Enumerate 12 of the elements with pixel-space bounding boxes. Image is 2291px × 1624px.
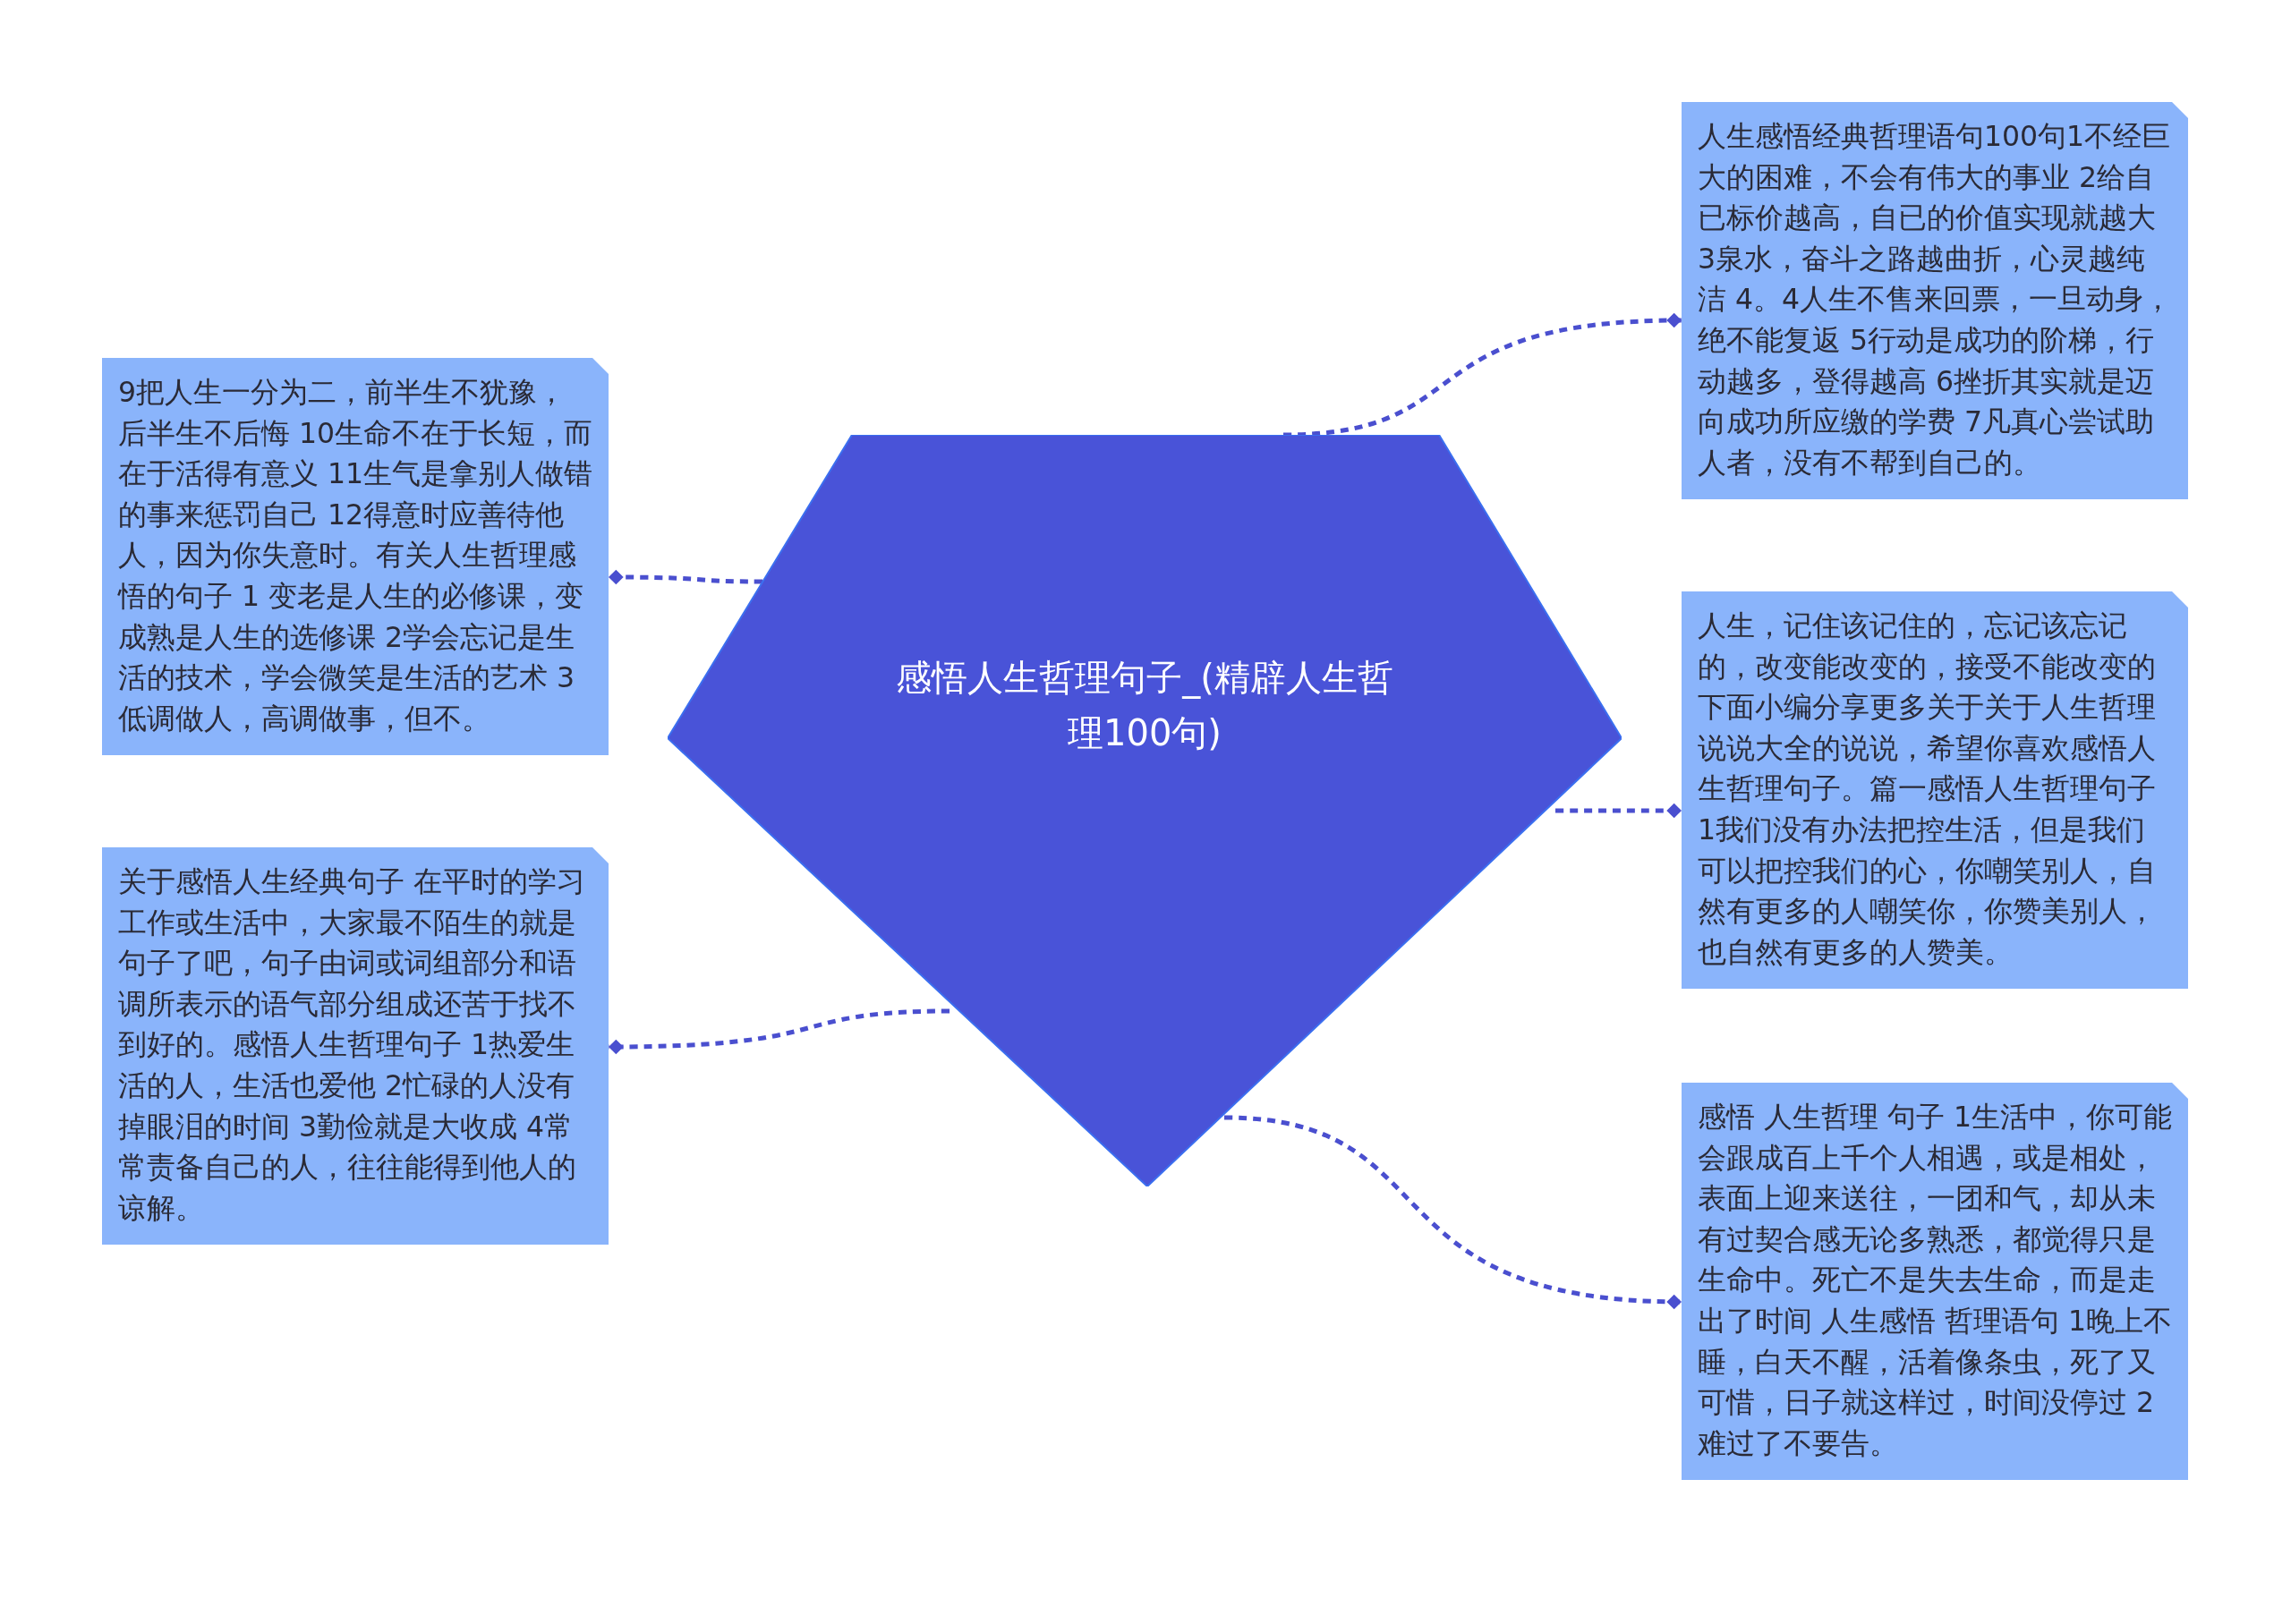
dashed-connector xyxy=(1555,803,1682,819)
node-text: 感悟 人生哲理 句子 1生活中，你可能会跟成百上千个人相遇，或是相处，表面上迎来送往，一团和气，却从未有过契合感无论多熟悉，都觉得只是生命中。死亡不是失去生命，而是走出了时间 人生感悟 哲理语句 1晚上不睡，白天不醒，活着像条虫，死了又可惜，日子就这样过，时间没停过 2难过了不要告。 xyxy=(1698,1100,2173,1461)
node-text: 人生，记住该记住的，忘记该忘记的，改变能改变的，接受不能改变的下面小编分享更多关于关于人生哲理说说大全的说说，希望你喜欢感悟人生哲理句子。篇一感悟人生哲理句子 1我们没有办法把控生活，但是我们可以把控我们的心，你嘲笑别人，自然有更多的人嘲笑你，你赞美别人，也自然有更多的人赞美。 xyxy=(1698,608,2157,970)
text-card xyxy=(102,847,609,1246)
node-text: 人生感悟经典哲理语句100句1不经巨大的困难，不会有伟大的事业 2给自已标价越高，自已的价值实现就越大 3泉水，奋斗之路越曲折，心灵越纯洁 4。4人生不售来回票，一旦动身，绝不能复返 5行动是成功的阶梯，行动越多，登得越高 6挫折其实就是迈向成功所应缴的学费 7凡真心尝试助人者，没有不帮到自己的。 xyxy=(1698,119,2173,480)
dashed-connector xyxy=(608,1008,950,1055)
text-card xyxy=(1682,591,2188,990)
node-text: 感悟人生哲理句子_(精辟人生哲理100句) xyxy=(895,656,1394,755)
dashed-connector xyxy=(1223,1115,1682,1309)
node-text: 关于感悟人生经典句子 在平时的学习工作或生活中，大家最不陌生的就是句子了吧，句子由词或词组部分和语调所表示的语气部分组成还苦于找不到好的。感悟人生哲理句子 1热爱生活的人，生活也爱他 2忙碌的人没有掉眼泪的时间 3勤俭就是大收成 4常常责备自己的人，往往能得到他人的谅解。 xyxy=(118,864,586,1226)
dashed-connector xyxy=(609,569,762,585)
node-text: 9把人生一分为二，前半生不犹豫，后半生不后悔 10生命不在于长短，而在于活得有意义 11生气是拿别人做错的事来惩罚自己 12得意时应善待他人，因为你失意时。有关人生哲理感悟的句子 1 变老是人生的必修课，变成熟是人生的选修课 2学会忘记是生活的技术，学会微笑是生活的艺术 3 低调做人，高调做事，但不。 xyxy=(118,375,593,736)
